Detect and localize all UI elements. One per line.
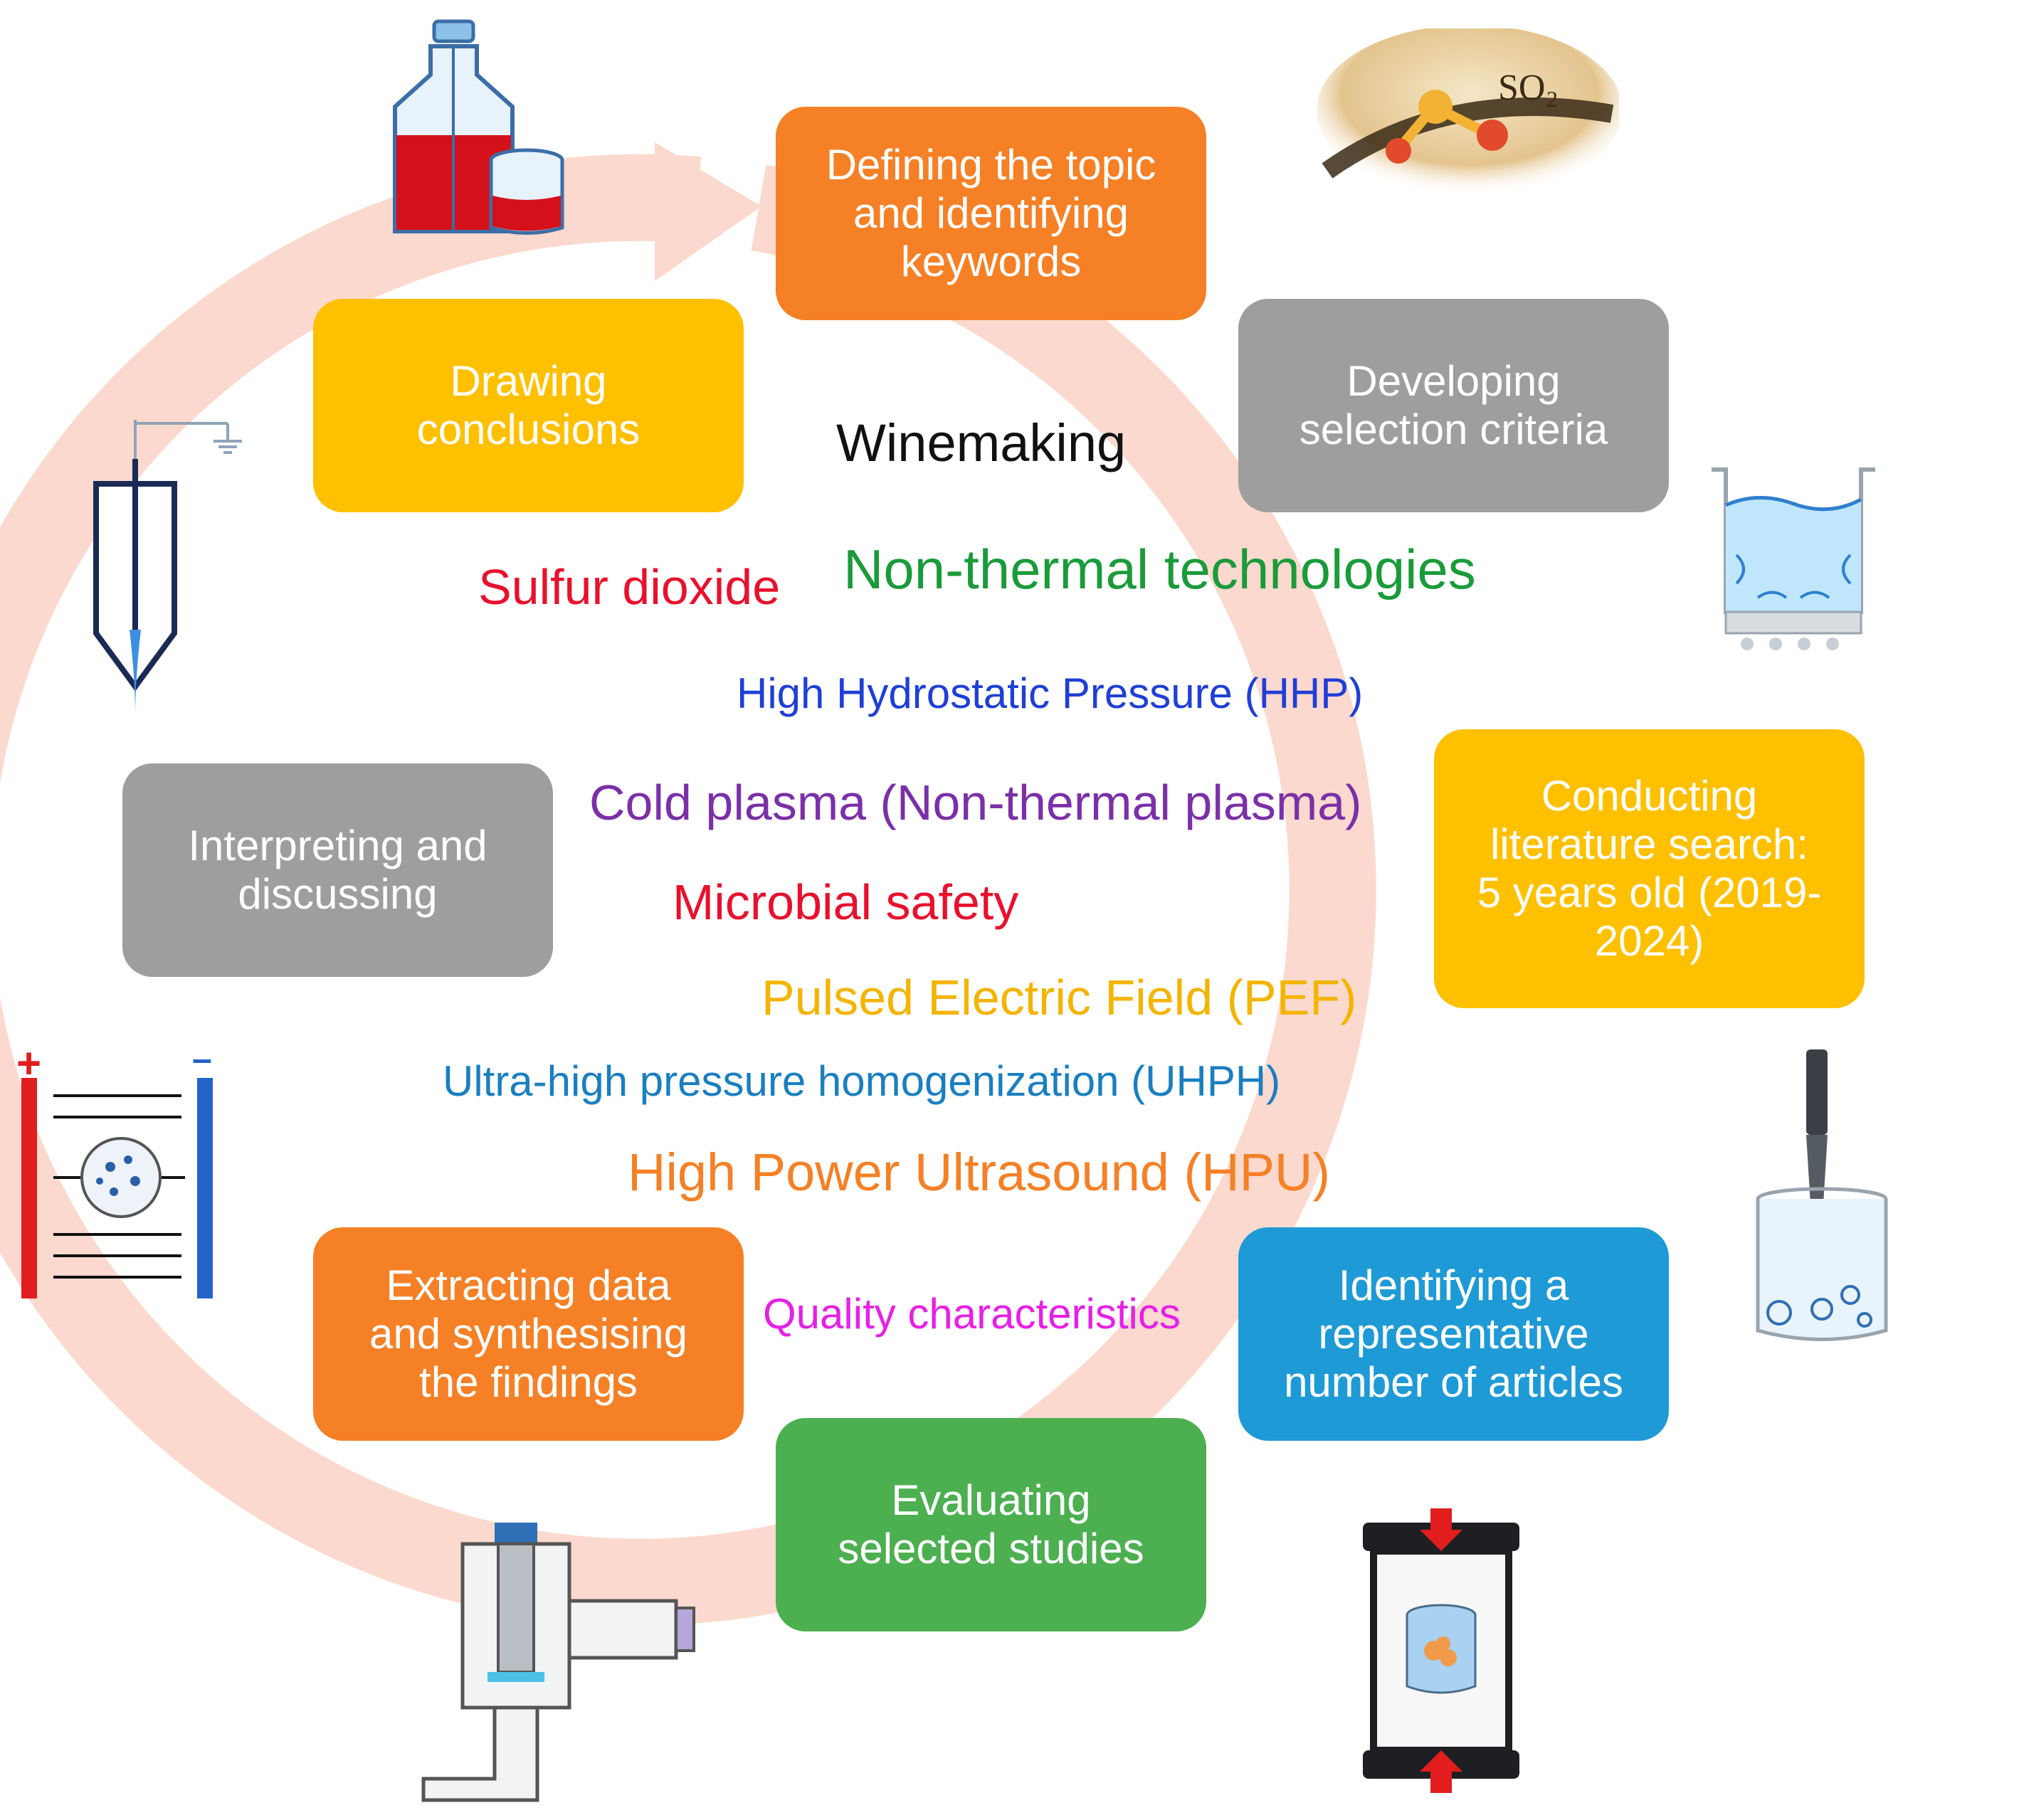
- step-conducting-search: Conducting literature search: 5 years ol…: [1434, 729, 1865, 1008]
- plasma-needle-icon: [93, 420, 242, 715]
- homogenizer-valve-icon: [421, 1523, 695, 1802]
- so2-text: SO: [1498, 68, 1545, 108]
- step-developing-criteria: Developing selection criteria: [1238, 299, 1669, 512]
- so2-label-icon: SO 2: [1317, 28, 1619, 196]
- step-extracting-data: Extracting data and synthesising the fin…: [313, 1227, 744, 1441]
- ultrasonic-bath-icon: [1712, 467, 1875, 650]
- ultrasound-probe-beaker-icon: [1756, 1049, 1888, 1341]
- keyword-cold-plasma: Cold plasma (Non-thermal plasma): [589, 775, 1362, 830]
- step-interpreting: Interpreting and discussing: [122, 763, 553, 977]
- keyword-sulfur-dioxide: Sulfur dioxide: [478, 559, 781, 615]
- pulsed-electric-field-icon: + –: [16, 1049, 213, 1298]
- keyword-pef: Pulsed Electric Field (PEF): [761, 970, 1357, 1025]
- so2-subscript: 2: [1546, 86, 1558, 112]
- step-identifying-articles: Identifying a representative number of a…: [1238, 1227, 1669, 1441]
- step-defining-topic: Defining the topic and identifying keywo…: [776, 107, 1206, 320]
- keyword-microbial-safety: Microbial safety: [673, 874, 1019, 930]
- center-title: Winemaking: [836, 413, 1127, 472]
- wine-bottle-glass-icon: [393, 19, 564, 235]
- keyword-quality-characteristics: Quality characteristics: [763, 1290, 1181, 1338]
- pef-minus-sign: –: [192, 1049, 212, 1079]
- high-pressure-vessel-icon: [1363, 1508, 1519, 1793]
- keyword-non-thermal-technologies: Non-thermal technologies: [843, 538, 1476, 601]
- step-drawing-conclusions: Drawing conclusions: [313, 299, 744, 512]
- step-evaluating-studies: Evaluating selected studies: [776, 1418, 1206, 1631]
- keyword-uhph: Ultra-high pressure homogenization (UHPH…: [443, 1057, 1281, 1105]
- keyword-hpu: High Power Ultrasound (HPU): [628, 1143, 1331, 1202]
- keyword-hhp: High Hydrostatic Pressure (HHP): [737, 670, 1364, 717]
